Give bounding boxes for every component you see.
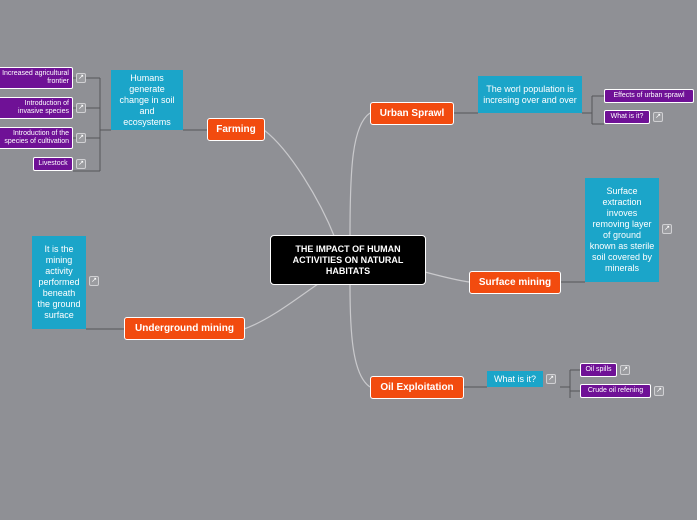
leaf-label: Effects of urban sprawl bbox=[613, 92, 685, 99]
subtopic-text: It is the mining activity performed bene… bbox=[37, 244, 81, 320]
external-link-icon[interactable]: ↗ bbox=[76, 133, 86, 143]
main-topic-oil-exploitation[interactable]: Oil Exploitation bbox=[370, 376, 464, 399]
leaf-label: Increased agricultural frontier bbox=[2, 70, 69, 85]
main-topic-farming[interactable]: Farming bbox=[207, 118, 265, 141]
leaf-label: What is it? bbox=[610, 113, 644, 120]
subtopic-text: What is it? bbox=[493, 373, 536, 384]
leaf-oil-spills[interactable]: Oil spills bbox=[580, 363, 617, 377]
external-link-icon[interactable]: ↗ bbox=[546, 374, 556, 384]
external-link-icon[interactable]: ↗ bbox=[653, 112, 663, 122]
external-link-icon[interactable]: ↗ bbox=[76, 159, 86, 169]
subtopic-text: The worl population is incresing over an… bbox=[483, 83, 577, 105]
subtopic-underground-mining[interactable]: It is the mining activity performed bene… bbox=[32, 236, 86, 329]
leaf-increased-agricultural-frontier[interactable]: Increased agricultural frontier bbox=[0, 67, 73, 89]
external-link-icon[interactable]: ↗ bbox=[76, 73, 86, 83]
main-topic-label: Underground mining bbox=[135, 323, 234, 334]
root-topic[interactable]: THE IMPACT OF HUMAN ACTIVITIES ON NATURA… bbox=[270, 235, 426, 285]
root-topic-text: THE IMPACT OF HUMAN ACTIVITIES ON NATURA… bbox=[292, 243, 404, 276]
external-link-icon[interactable]: ↗ bbox=[620, 365, 630, 375]
main-topic-label: Urban Sprawl bbox=[379, 108, 445, 119]
leaf-what-is-it-urban[interactable]: What is it? bbox=[604, 110, 650, 124]
subtopic-farming[interactable]: Humans generate change in soil and ecosy… bbox=[111, 70, 183, 130]
subtopic-text: Surface extraction invoves removing laye… bbox=[589, 186, 655, 273]
leaf-label: Livestock bbox=[38, 160, 68, 167]
leaf-label: Introduction of invasive species bbox=[18, 100, 69, 115]
leaf-introduction-species-cultivation[interactable]: Introduction of the species of cultivati… bbox=[0, 127, 73, 149]
main-topic-label: Farming bbox=[216, 124, 256, 135]
external-link-icon[interactable]: ↗ bbox=[662, 224, 672, 234]
leaf-effects-urban-sprawl[interactable]: Effects of urban sprawl bbox=[604, 89, 694, 103]
main-topic-surface-mining[interactable]: Surface mining bbox=[469, 271, 561, 294]
leaf-livestock[interactable]: Livestock bbox=[33, 157, 73, 171]
main-topic-label: Surface mining bbox=[478, 277, 552, 288]
leaf-label: Introduction of the species of cultivati… bbox=[4, 130, 69, 145]
subtopic-text: Humans generate change in soil and ecosy… bbox=[119, 72, 175, 127]
leaf-label: Crude oil refening bbox=[587, 387, 644, 394]
subtopic-surface-mining[interactable]: Surface extraction invoves removing laye… bbox=[585, 178, 659, 282]
main-topic-underground-mining[interactable]: Underground mining bbox=[124, 317, 245, 340]
external-link-icon[interactable]: ↗ bbox=[89, 276, 99, 286]
leaf-label: Oil spills bbox=[585, 366, 612, 373]
leaf-crude-oil-refening[interactable]: Crude oil refening bbox=[580, 384, 651, 398]
leaf-introduction-invasive-species[interactable]: Introduction of invasive species bbox=[0, 97, 73, 119]
external-link-icon[interactable]: ↗ bbox=[76, 103, 86, 113]
subtopic-what-is-it-oil[interactable]: What is it? bbox=[487, 371, 543, 387]
main-topic-urban-sprawl[interactable]: Urban Sprawl bbox=[370, 102, 454, 125]
main-topic-label: Oil Exploitation bbox=[380, 382, 454, 393]
external-link-icon[interactable]: ↗ bbox=[654, 386, 664, 396]
subtopic-urban-sprawl[interactable]: The worl population is incresing over an… bbox=[478, 76, 582, 113]
